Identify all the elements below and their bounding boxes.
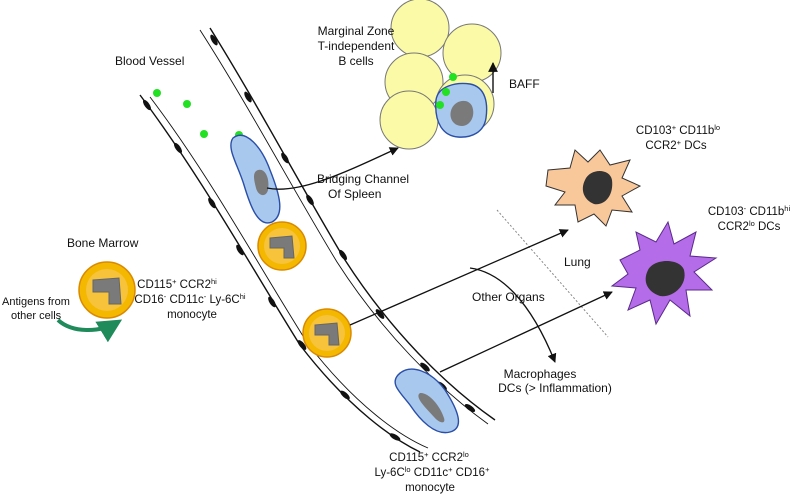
blood-vessel-label: Blood Vessel <box>115 54 184 68</box>
bone-marrow-monocyte <box>78 261 136 319</box>
antigens-label-line2: other cells <box>11 310 62 322</box>
monocyte-hi-line1: CD115+ CCR2hi <box>137 277 217 292</box>
bone-marrow-label: Bone Marrow <box>67 236 139 250</box>
marginal-zone-line2: T-independent <box>318 39 395 53</box>
monocyte-hi-line3: monocyte <box>167 309 217 321</box>
bridging-channel-line1: Bridging Channel <box>317 172 409 186</box>
dc-cd103-pos-line2: CCR2+ DCs <box>645 138 707 153</box>
baff-label: BAFF <box>509 77 540 91</box>
dc-purple <box>610 220 718 326</box>
monocyte-vessel-1 <box>257 221 307 271</box>
patrolling-cell-bottom <box>394 368 460 434</box>
blood-vessel <box>139 27 496 453</box>
dc-cd103-neg-line2: CCR2lo DCs <box>718 219 781 234</box>
monocyte-lo-line1: CD115+ CCR2lo <box>389 450 469 465</box>
macrophages-line2: DCs (> Inflammation) <box>498 381 612 395</box>
bridging-channel-line2: Of Spleen <box>328 187 381 201</box>
arrow-to-lung-dc1 <box>349 229 569 326</box>
lung-boundary <box>496 209 609 338</box>
other-organs-label: Other Organs <box>472 290 545 304</box>
marginal-zone-line3: B cells <box>338 54 373 68</box>
macrophages-line1: Macrophages <box>504 367 577 381</box>
monocyte-lo-line3: monocyte <box>405 482 455 494</box>
vessel-wall-outer-2 <box>149 96 429 449</box>
arrow-to-macrophages <box>469 267 557 363</box>
marginal-zone-line1: Marginal Zone <box>318 24 395 38</box>
vessel-wall-outer <box>139 94 421 453</box>
antigen-uptake-arrow <box>56 318 123 343</box>
endothelial-nuclei <box>142 34 476 441</box>
marginal-zone-b-cells <box>379 0 502 150</box>
arrow-to-lung-dc2 <box>439 291 613 373</box>
monocyte-hi-line2: CD16- CD11c- Ly-6Chi <box>134 292 246 307</box>
monocyte-lo-line2: Ly-6Clo CD11c+ CD16+ <box>375 465 491 480</box>
antigens-label-line1: Antigens from <box>2 296 70 308</box>
patrolling-cell-top <box>230 134 281 224</box>
arrow-to-spleen <box>266 147 399 190</box>
dc-orange <box>545 149 642 227</box>
mz-patrolling-cell <box>435 82 488 138</box>
dc-cd103-neg-line1: CD103- CD11bhi <box>708 204 791 219</box>
monocyte-vessel-2 <box>302 308 352 358</box>
lung-label: Lung <box>564 255 591 269</box>
dc-cd103-pos-line1: CD103+ CD11blo <box>636 123 720 138</box>
